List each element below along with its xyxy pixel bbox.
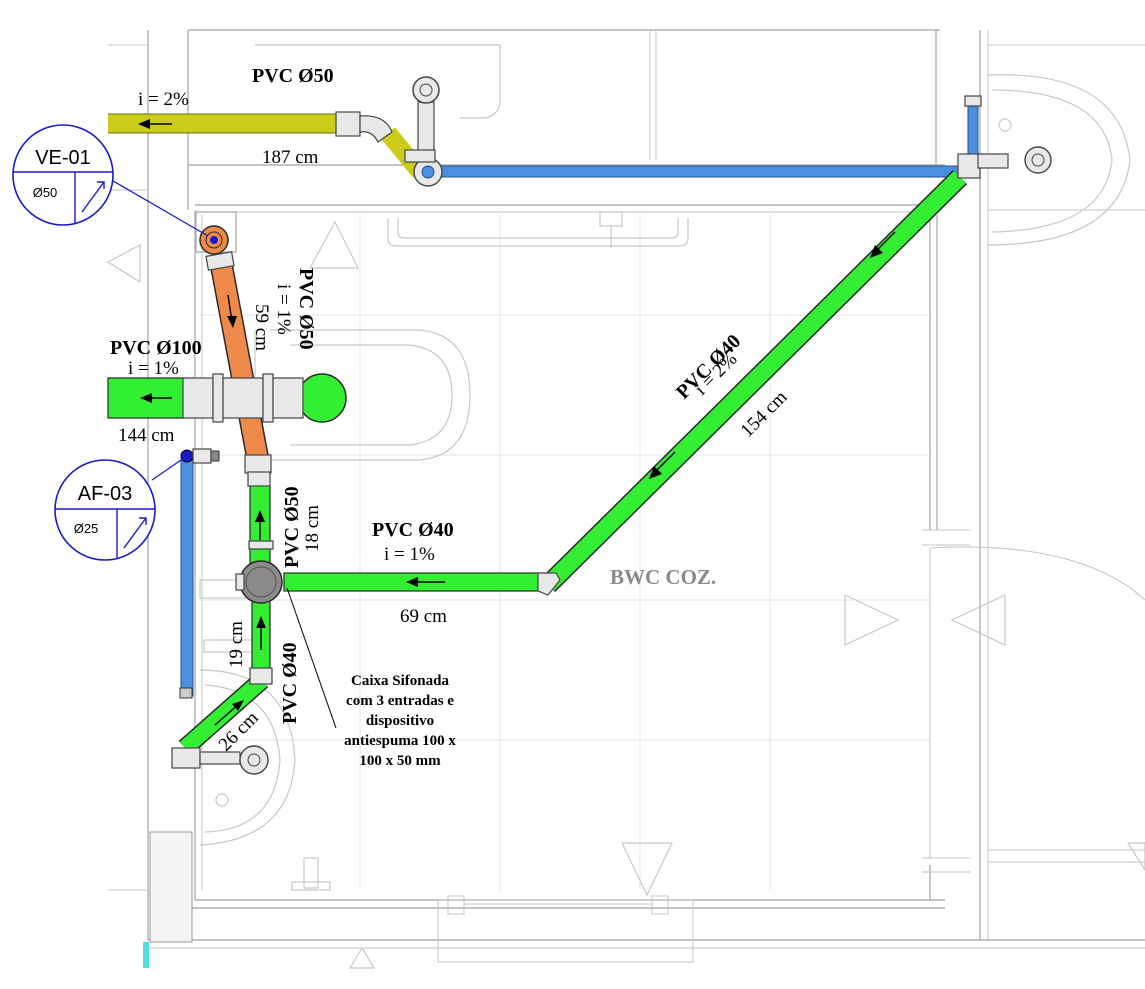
tag-af03: AF-03 Ø25 xyxy=(54,457,185,561)
fittings xyxy=(171,76,1052,775)
label-slope-top: i = 2% xyxy=(138,89,189,110)
yellow-drain-pipe xyxy=(108,114,338,133)
label-length-vert-40: 19 cm xyxy=(226,621,247,668)
label-pvc50-top: PVC Ø50 xyxy=(252,65,334,87)
tag-af03-name: AF-03 xyxy=(78,483,132,505)
note-line-1: Caixa Sifonada xyxy=(351,673,449,689)
label-length-100: 144 cm xyxy=(118,425,175,446)
label-length-top: 187 cm xyxy=(262,147,319,168)
label-pvc40-horiz: PVC Ø40 xyxy=(372,519,454,541)
label-slope-vent: i = 1% xyxy=(273,284,294,335)
tag-ve01: VE-01 Ø50 xyxy=(12,124,209,237)
label-length-horiz: 69 cm xyxy=(400,606,447,627)
architecture-background xyxy=(106,29,1145,969)
label-length-vent: 59 cm xyxy=(251,304,272,351)
green-diagonal-pipe xyxy=(542,170,966,592)
note-line-3: dispositivo xyxy=(366,713,434,729)
label-slope-horiz: i = 1% xyxy=(384,544,435,565)
label-pvc50-vent: PVC Ø50 xyxy=(295,268,317,350)
orange-vent-pipe xyxy=(210,256,268,462)
label-slope-100: i = 1% xyxy=(128,358,179,379)
tag-af03-diameter: Ø25 xyxy=(74,521,99,536)
label-pvc50-vert: PVC Ø50 xyxy=(281,486,303,568)
flow-arrows xyxy=(138,119,896,726)
toilet-outlet xyxy=(297,373,347,423)
tag-ve01-name: VE-01 xyxy=(35,147,91,169)
blue-water-pipe-top xyxy=(429,165,966,178)
label-pvc100: PVC Ø100 xyxy=(110,337,202,359)
green-sink-branch-pipe xyxy=(179,674,268,754)
label-pvc40-vert: PVC Ø40 xyxy=(279,642,301,724)
tag-ve01-diameter: Ø50 xyxy=(33,185,58,200)
pipe-network xyxy=(107,101,979,756)
siphon-box-note: Caixa Sifonada com 3 entradas e disposit… xyxy=(286,587,456,769)
note-line-4: antiespuma 100 x xyxy=(344,733,456,749)
note-line-2: com 3 entradas e xyxy=(346,693,454,709)
label-length-vert-50: 18 cm xyxy=(302,505,323,552)
blue-water-pipe-left xyxy=(180,459,194,697)
note-line-5: 100 x 50 mm xyxy=(359,753,441,769)
yellow-drain-diagonal xyxy=(381,127,427,178)
room-name: BWC COZ. xyxy=(610,565,716,589)
